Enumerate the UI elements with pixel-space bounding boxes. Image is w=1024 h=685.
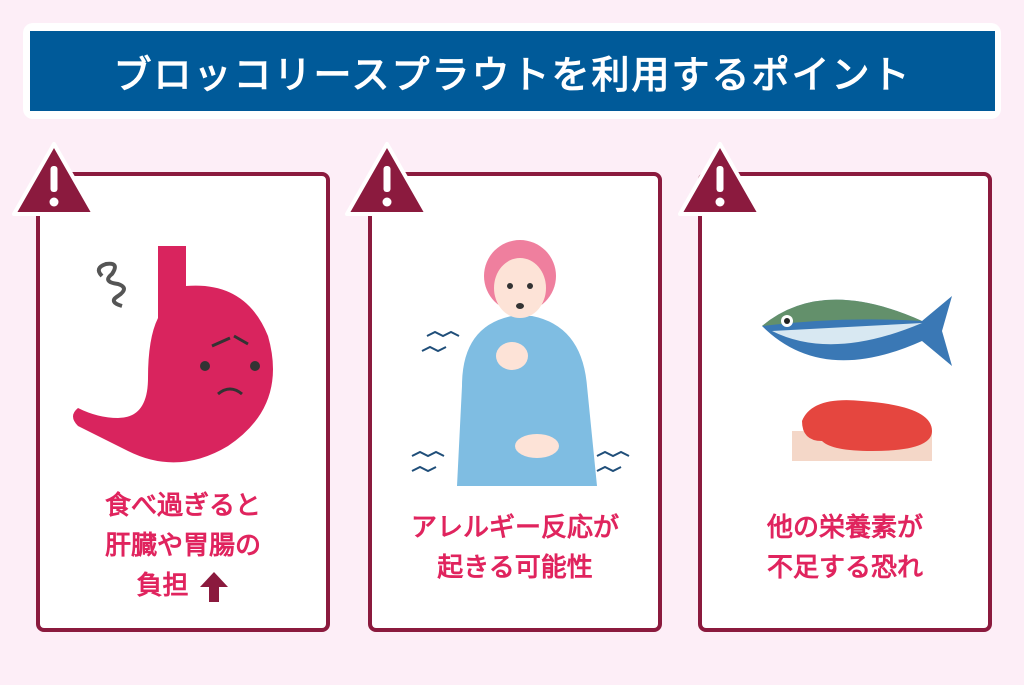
stomach-icon	[73, 246, 273, 463]
allergic-person-icon	[411, 240, 630, 486]
card-nutrient-shortage: 他の栄養素が 不足する恐れ	[698, 172, 992, 632]
warning-icon	[12, 142, 96, 216]
warning-icon	[678, 142, 762, 216]
text-line: 不足する恐れ	[766, 553, 923, 583]
text-line: 負担	[136, 571, 189, 601]
page-title: ブロッコリースプラウトを利用するポイント	[30, 31, 995, 111]
text-line: 他の栄養素が	[766, 513, 923, 543]
card-allergy: アレルギー反応が 起きる可能性	[368, 172, 662, 632]
text-line: アレルギー反応が	[410, 513, 619, 543]
card-text: 食べ過ぎると 肝臓や胃腸の 負担	[40, 486, 326, 606]
card-overeating: 食べ過ぎると 肝臓や胃腸の 負担	[36, 172, 330, 632]
card-text: 他の栄養素が 不足する恐れ	[702, 508, 988, 588]
text-line: 食べ過ぎると	[104, 491, 261, 521]
text-line: 起きる可能性	[437, 553, 593, 583]
text-line: 肝臓や胃腸の	[104, 531, 261, 561]
up-arrow-icon	[199, 571, 228, 602]
fish-and-meat-icon	[762, 296, 952, 461]
card-text: アレルギー反応が 起きる可能性	[372, 508, 658, 588]
warning-icon	[345, 142, 429, 216]
